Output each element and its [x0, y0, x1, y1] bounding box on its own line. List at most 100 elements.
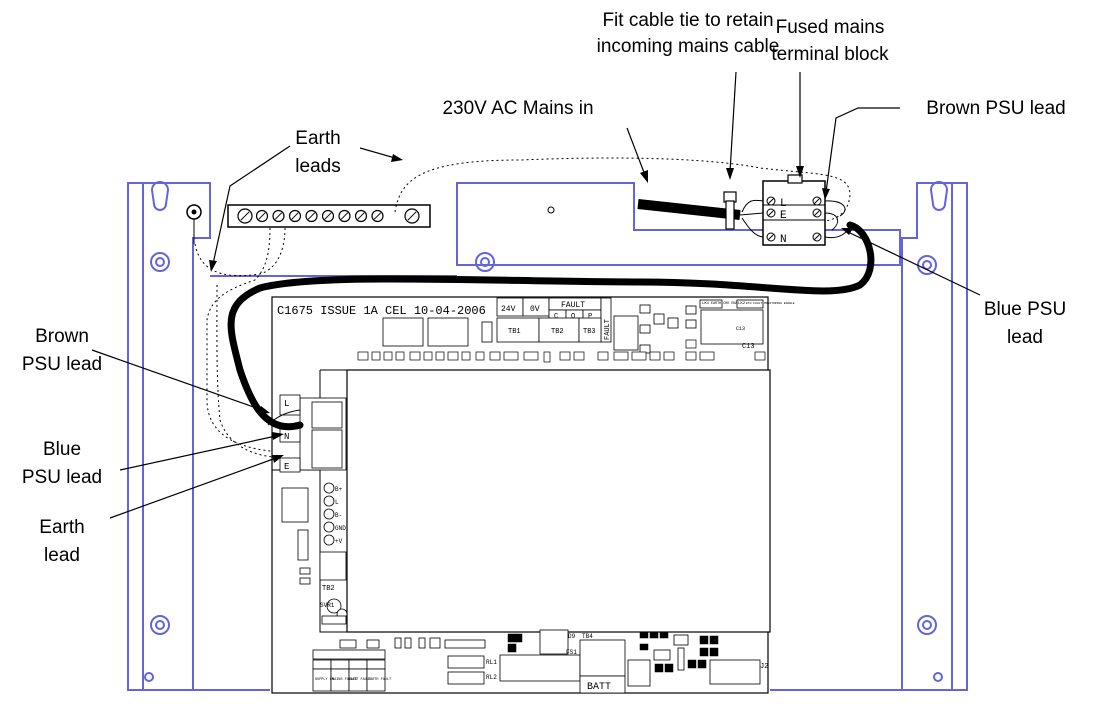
pcb-rl2: RL2: [486, 674, 497, 681]
pcb-tb1-label: TB1: [508, 328, 521, 336]
callout-earth-lead-2: lead: [44, 545, 80, 566]
pcb-batt: BATT: [587, 682, 611, 693]
pcb-eth-fault-label: ETH FAULT MONITORING ENABLE: [746, 302, 795, 305]
pcb-component: [754, 351, 766, 361]
pcb-rl1: RL1: [486, 659, 497, 666]
pcb-component: [371, 351, 381, 361]
pcb-component: [543, 351, 551, 363]
pcb-component: [383, 351, 393, 361]
pcb-j2: J2: [760, 663, 768, 671]
callout-cable-tie-1: Fit cable tie to retain: [602, 10, 773, 31]
callout-mains-in: 230V AC Mains in: [442, 98, 593, 119]
pcb-component: [639, 631, 649, 639]
pcb-component: [649, 631, 659, 639]
pcb-component: [709, 635, 719, 645]
led-mains-failed: MAINS FAILED: [332, 678, 357, 682]
pcb-component: [697, 659, 707, 669]
callout-earth-lead-1: Earth: [39, 517, 84, 538]
pcb-component: [639, 643, 649, 651]
pcb-d9: D9: [568, 633, 576, 640]
pcb-component: [699, 647, 709, 657]
pcb-tb4: TB4: [582, 633, 593, 640]
earth-lead-dashed: [194, 157, 851, 459]
pcb-24v-label: 24V: [501, 305, 516, 314]
pcb-mains-n: N: [284, 432, 289, 442]
pcb-component: [649, 351, 661, 361]
pcb-fault-c: C: [554, 313, 558, 321]
pcb-component: [687, 659, 697, 669]
pcb-component: [447, 351, 459, 361]
chassis: [127, 181, 968, 691]
pcb-lk2-label: LK2: [738, 302, 746, 306]
earth-ring-terminal: [186, 204, 202, 244]
pcb-fault-vertical: FAULT: [604, 319, 612, 340]
pcb-component: [489, 351, 501, 361]
pcb-0v-label: 0V: [530, 305, 540, 314]
pcb-board: C1675 ISSUE 1A CEL 10-04-2006 24V 0V FAU…: [271, 296, 795, 694]
callout-blue-psu-right-1: Blue PSU: [984, 299, 1066, 320]
callout-blue-psu-left-2: PSU lead: [22, 467, 102, 488]
pcb-component: [654, 663, 664, 673]
callout-earth-leads-1: Earth: [295, 128, 340, 149]
pcb-tb3-label: TB3: [583, 328, 596, 336]
callout-earth-leads-2: leads: [295, 156, 340, 177]
pcb-component: [475, 351, 485, 361]
pcb-component: [699, 351, 715, 361]
callout-blue-psu-right-2: lead: [1007, 327, 1043, 348]
terminal-live-label: L: [780, 198, 787, 210]
terminal-neutral-label: N: [780, 234, 787, 246]
pcb-component: [409, 351, 421, 361]
pcb-tb2-lower: TB2: [322, 585, 335, 593]
psu-cable-loop: [227, 221, 875, 431]
pcb-component: [663, 351, 675, 361]
pcb-component: [709, 647, 719, 657]
pcb-component: [573, 351, 585, 361]
led-batt-fault: BATT FAULT: [350, 678, 371, 682]
pcb-mains-l: L: [284, 399, 289, 409]
led-supply-on: SUPPLY ON: [315, 678, 334, 682]
pcb-fault-label: FAULT: [561, 301, 585, 310]
pcb-component: [659, 631, 669, 639]
pcb-fs1: FS1: [566, 649, 577, 656]
callout-brown-psu-left-1: Brown: [35, 326, 89, 347]
pcb-component: [357, 351, 369, 361]
pcb-mains-e: E: [284, 462, 289, 472]
pcb-component: [699, 635, 709, 645]
terminal-earth-label: E: [780, 210, 787, 222]
callout-fused-1: Fused mains: [776, 17, 885, 38]
cable-tie: [723, 191, 737, 230]
pcb-component: [515, 633, 523, 643]
pcb-plus-v: +V: [335, 538, 343, 545]
callout-leaders: [91, 71, 981, 519]
pcb-component: [507, 643, 517, 653]
pcb-component: [435, 351, 445, 361]
pcb-tb2-label: TB2: [551, 328, 564, 336]
callout-labels: Fit cable tie to retain incoming mains c…: [22, 10, 1066, 566]
pcb-component: [395, 351, 405, 361]
pcb-lk1-label: LK1: [702, 302, 710, 306]
pcb-component: [503, 351, 519, 361]
svg-text:C13: C13: [736, 326, 745, 332]
pcb-earth-chk-label: EARTH CHK ENABLE: [711, 302, 744, 306]
callout-brown-psu-left-2: PSU lead: [22, 354, 102, 375]
pcb-gnd: GND: [335, 525, 346, 532]
pcb-l: L: [335, 499, 339, 506]
pcb-b-plus: B+: [335, 486, 343, 493]
pcb-component: [559, 351, 571, 361]
pcb-header-text: C1675 ISSUE 1A CEL 10-04-2006: [277, 304, 486, 318]
mains-cable: [637, 199, 741, 220]
callout-brown-psu-right: Brown PSU lead: [926, 98, 1065, 119]
pcb-b-minus: B-: [335, 512, 342, 519]
pcb-component: [613, 351, 629, 361]
pcb-svr1: SVR1: [320, 602, 335, 609]
pcb-component: [685, 339, 697, 349]
pcb-component: [461, 351, 471, 361]
fused-terminal-block: L E N: [739, 174, 851, 246]
led-earth-fault: EARTH FAULT: [368, 678, 391, 682]
pcb-component: [507, 633, 517, 643]
pcb-c13-label: C13: [742, 343, 755, 351]
callout-blue-psu-left-1: Blue: [43, 439, 81, 460]
pcb-component: [597, 351, 609, 361]
pcb-component: [631, 351, 647, 361]
